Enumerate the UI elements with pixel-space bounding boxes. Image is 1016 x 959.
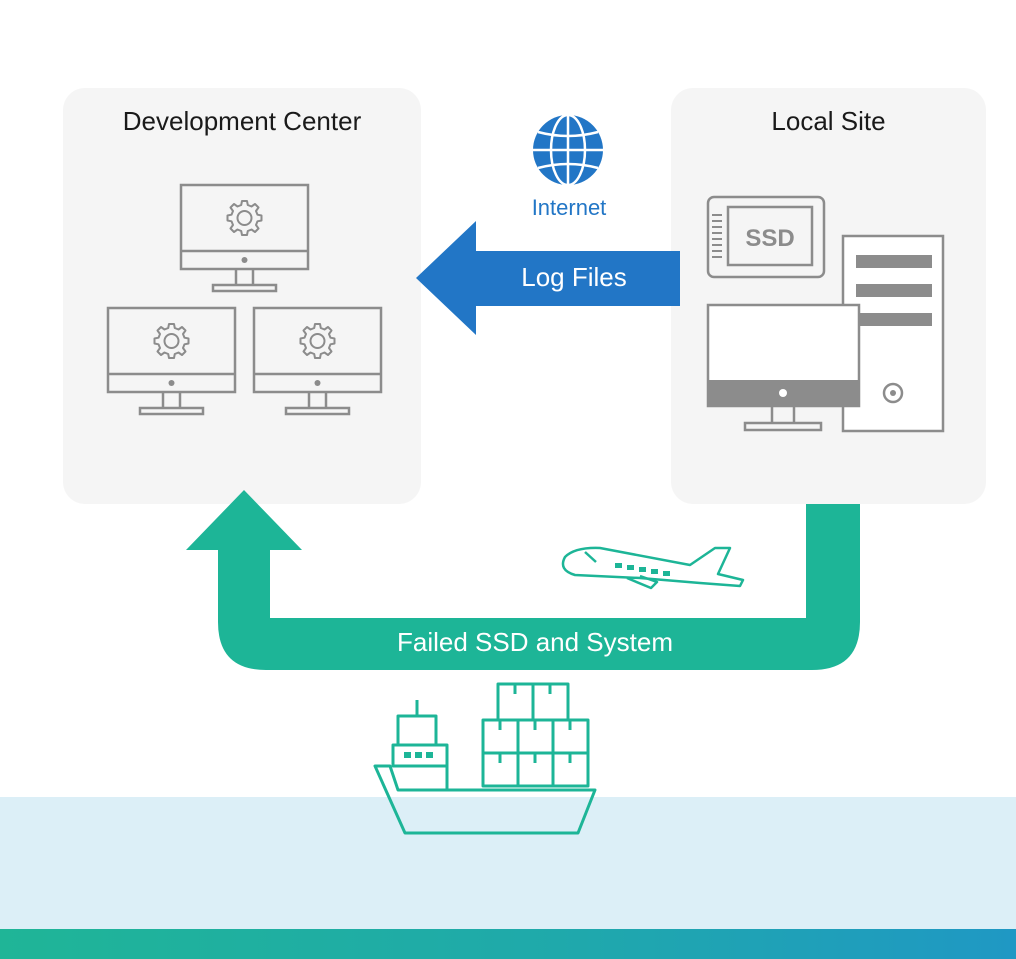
internet-label: Internet — [531, 195, 607, 220]
ssd-text: SSD — [745, 225, 794, 252]
failed-ssd-return-arrow — [186, 490, 860, 670]
development-center-title: Development Center — [122, 106, 362, 136]
cargo-ship-icon — [373, 682, 597, 835]
ssd-icon — [706, 195, 826, 279]
workstation-monitor-icon — [254, 308, 381, 414]
airplane-icon — [561, 546, 745, 590]
log-files-label: Log Files — [521, 262, 627, 292]
failed-ssd-label: Failed SSD and System — [396, 627, 673, 657]
local-monitor-icon — [706, 303, 861, 432]
workstation-monitor-icon — [181, 185, 308, 291]
workstation-monitor-icon — [108, 308, 235, 414]
sea-band — [0, 797, 1016, 930]
development-center-panel: Development Center — [63, 88, 421, 504]
globe-icon — [533, 113, 603, 187]
log-files-arrow — [416, 221, 680, 335]
local-site-title: Local Site — [771, 106, 886, 136]
footer-gradient-bar — [0, 929, 1016, 959]
